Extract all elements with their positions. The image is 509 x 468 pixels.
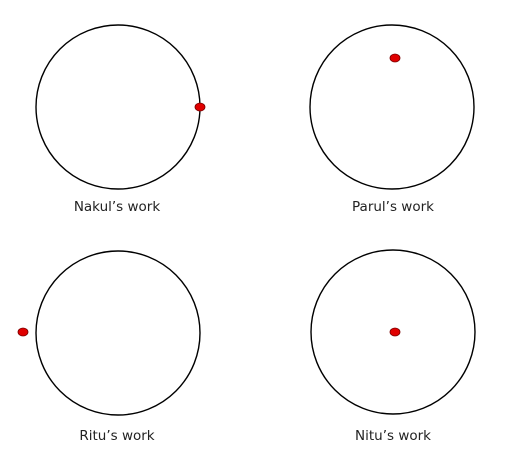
point-nakul <box>194 102 206 112</box>
caption-nitu: Nitu’s work <box>355 428 431 444</box>
panel-parul <box>309 24 475 190</box>
panel-nakul <box>35 24 206 190</box>
point-parul <box>389 53 401 63</box>
caption-ritu: Ritu’s work <box>79 428 155 444</box>
point-nitu <box>389 327 401 337</box>
circle-nitu <box>310 249 476 415</box>
panel-nitu <box>310 249 476 415</box>
panel-ritu <box>17 250 201 416</box>
caption-nakul: Nakul’s work <box>73 199 161 215</box>
caption-parul: Parul’s work <box>352 199 434 215</box>
point-ritu <box>17 327 29 337</box>
circle-parul <box>309 24 475 190</box>
circle-nakul <box>35 24 201 190</box>
circle-ritu <box>35 250 201 416</box>
